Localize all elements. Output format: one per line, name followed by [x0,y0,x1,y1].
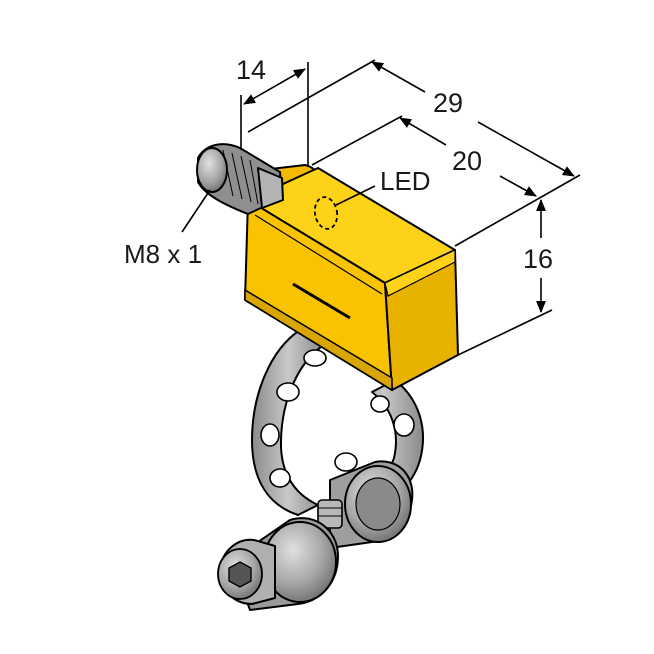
connector-knurl [240,155,252,203]
dim-arrow-29-a [371,61,426,93]
mounting-bracket [217,329,424,611]
thread-leader-line [181,189,211,233]
housing-end-bevel [384,249,456,297]
dimension-14-label: 14 [236,55,266,85]
led-label: LED [380,166,431,196]
led-leader-line [335,185,376,206]
thread-label: M8 x 1 [124,239,202,269]
ext-line-20-start [311,115,403,166]
housing-lower-strip [244,288,393,392]
dim-arrow-20-b [499,175,537,197]
connector-nose [196,147,228,193]
led-indicator-icon [313,196,339,230]
dim-arrow-29-b [477,121,575,177]
clamp-screw [317,499,343,529]
dimension-16-label: 16 [523,244,553,274]
ext-line-29-end [454,174,581,247]
connector-knurl [222,149,234,197]
band-hole [303,349,327,367]
connector-collar [257,167,284,209]
ext-line-29-start [247,59,376,133]
dimension-20-label: 20 [452,146,482,176]
housing-edge-line [254,214,383,295]
housing-groove [292,282,351,320]
connector-knurl [231,152,243,200]
band-hole [334,452,358,472]
clamp-barrel-right-inner [355,477,401,531]
hex-socket-icon [228,561,252,588]
band-hole [393,413,415,437]
band-hole [269,468,291,488]
band-hole [276,382,300,402]
band-hole [370,395,390,413]
band-hole [260,423,280,447]
dimension-29-label: 29 [433,88,463,118]
dim-arrow-20-a [399,117,447,146]
ext-line-16-bottom [457,309,553,356]
m8-connector [196,143,284,215]
connector-knurl [249,159,259,205]
dimension-lines [181,59,581,356]
dim-arrow-14 [243,68,306,105]
